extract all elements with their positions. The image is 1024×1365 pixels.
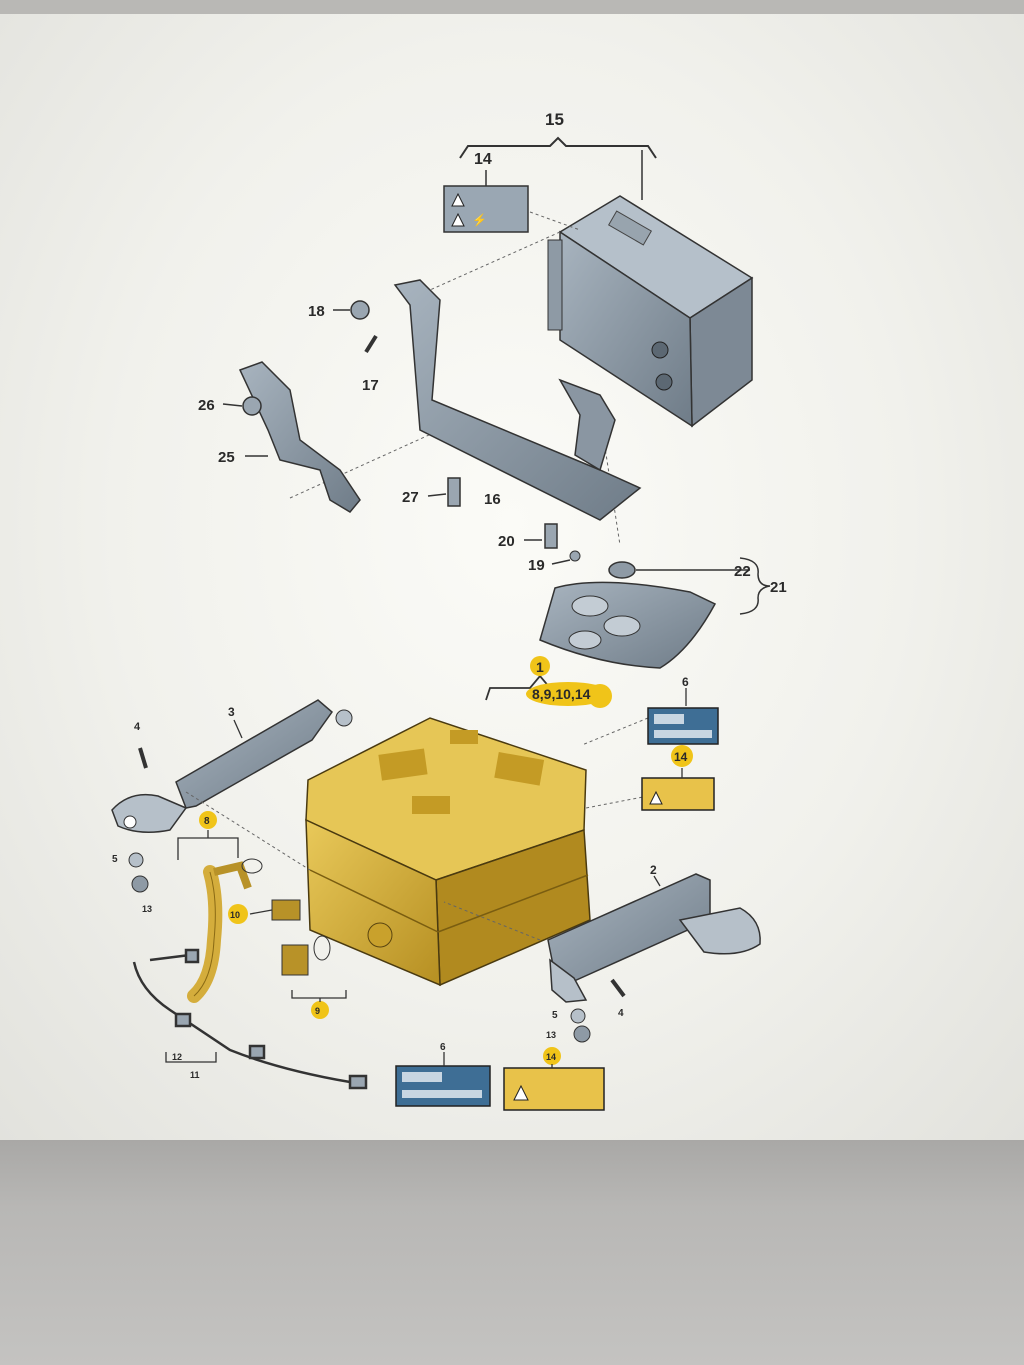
type-label-6-right (647, 707, 719, 745)
leaders-top (222, 309, 771, 615)
nut-13-right (573, 1025, 591, 1043)
mounting-bracket-16 (393, 279, 642, 521)
callout-6-right: 6 (682, 675, 689, 689)
fitting-10 (271, 899, 301, 921)
guide-lines-top (289, 211, 621, 546)
callout-26: 26 (198, 397, 215, 414)
guide-lines-bottom (185, 717, 649, 941)
wiring-harness (132, 948, 368, 1090)
fitting-9 (281, 935, 331, 976)
callout-4-left: 4 (134, 721, 141, 733)
callout-4-right: 4 (618, 1008, 624, 1019)
callout-15: 15 (545, 110, 564, 129)
callout-12: 12 (172, 1052, 182, 1062)
callout-13-right: 13 (546, 1030, 556, 1040)
callout-22: 22 (734, 563, 751, 580)
bracket-3 (111, 699, 353, 833)
bracket-15 (459, 136, 657, 159)
callout-8: 8 (204, 816, 210, 827)
callout-19: 19 (528, 557, 545, 574)
mounting-plate-21 (539, 581, 717, 669)
bolt-4-left (138, 747, 148, 769)
control-unit-box (547, 195, 754, 428)
monitor-bottom-bezel (0, 1140, 1024, 1365)
washer-19 (569, 550, 581, 562)
highlight-markers (199, 656, 693, 1065)
coolant-pipe-8 (187, 858, 263, 1003)
support-bracket-25 (238, 361, 361, 513)
callout-20: 20 (498, 533, 515, 550)
callout-9: 9 (315, 1006, 320, 1016)
warning-label-top: ⚡ (443, 185, 529, 233)
callout-11: 11 (190, 1070, 200, 1080)
svg-text:⚡: ⚡ (472, 213, 487, 227)
callout-16: 16 (484, 491, 501, 508)
callout-3: 3 (228, 705, 235, 719)
callout-10: 10 (230, 910, 240, 920)
callout-14-bottom: 14 (546, 1052, 556, 1062)
callout-25: 25 (218, 449, 235, 466)
callout-14-right: 14 (674, 750, 688, 764)
warning-label-14-bottom (503, 1067, 605, 1111)
bolt-17 (364, 334, 378, 354)
type-label-6-bottom (395, 1065, 491, 1107)
callout-14-top: 14 (474, 151, 492, 168)
callout-1: 1 (536, 659, 544, 675)
callout-6-bottom: 6 (440, 1042, 446, 1053)
nut-18 (350, 300, 370, 320)
callout-27: 27 (402, 489, 419, 506)
warning-label-14-right (641, 777, 715, 811)
callout-18: 18 (308, 303, 325, 320)
callout-8-9-10-14: 8,9,10,14 (532, 686, 591, 702)
nut-13-left (131, 875, 149, 893)
nut-26 (242, 396, 262, 416)
bracket-2 (547, 873, 761, 1003)
grommet-22 (608, 561, 636, 579)
callout-13-left: 13 (142, 904, 152, 914)
bolt-4-right (610, 978, 626, 998)
leaders-bottom (165, 688, 687, 1068)
power-electronics-unit (305, 717, 591, 987)
callout-5-left: 5 (112, 854, 118, 865)
bolt-20 (544, 523, 558, 549)
callout-17: 17 (362, 377, 379, 394)
washer-5-left (128, 852, 144, 868)
callout-21: 21 (770, 579, 787, 596)
bolt-27 (447, 477, 461, 507)
washer-5-right (570, 1008, 586, 1024)
callout-5-right: 5 (552, 1010, 558, 1021)
callout-2: 2 (650, 863, 657, 877)
